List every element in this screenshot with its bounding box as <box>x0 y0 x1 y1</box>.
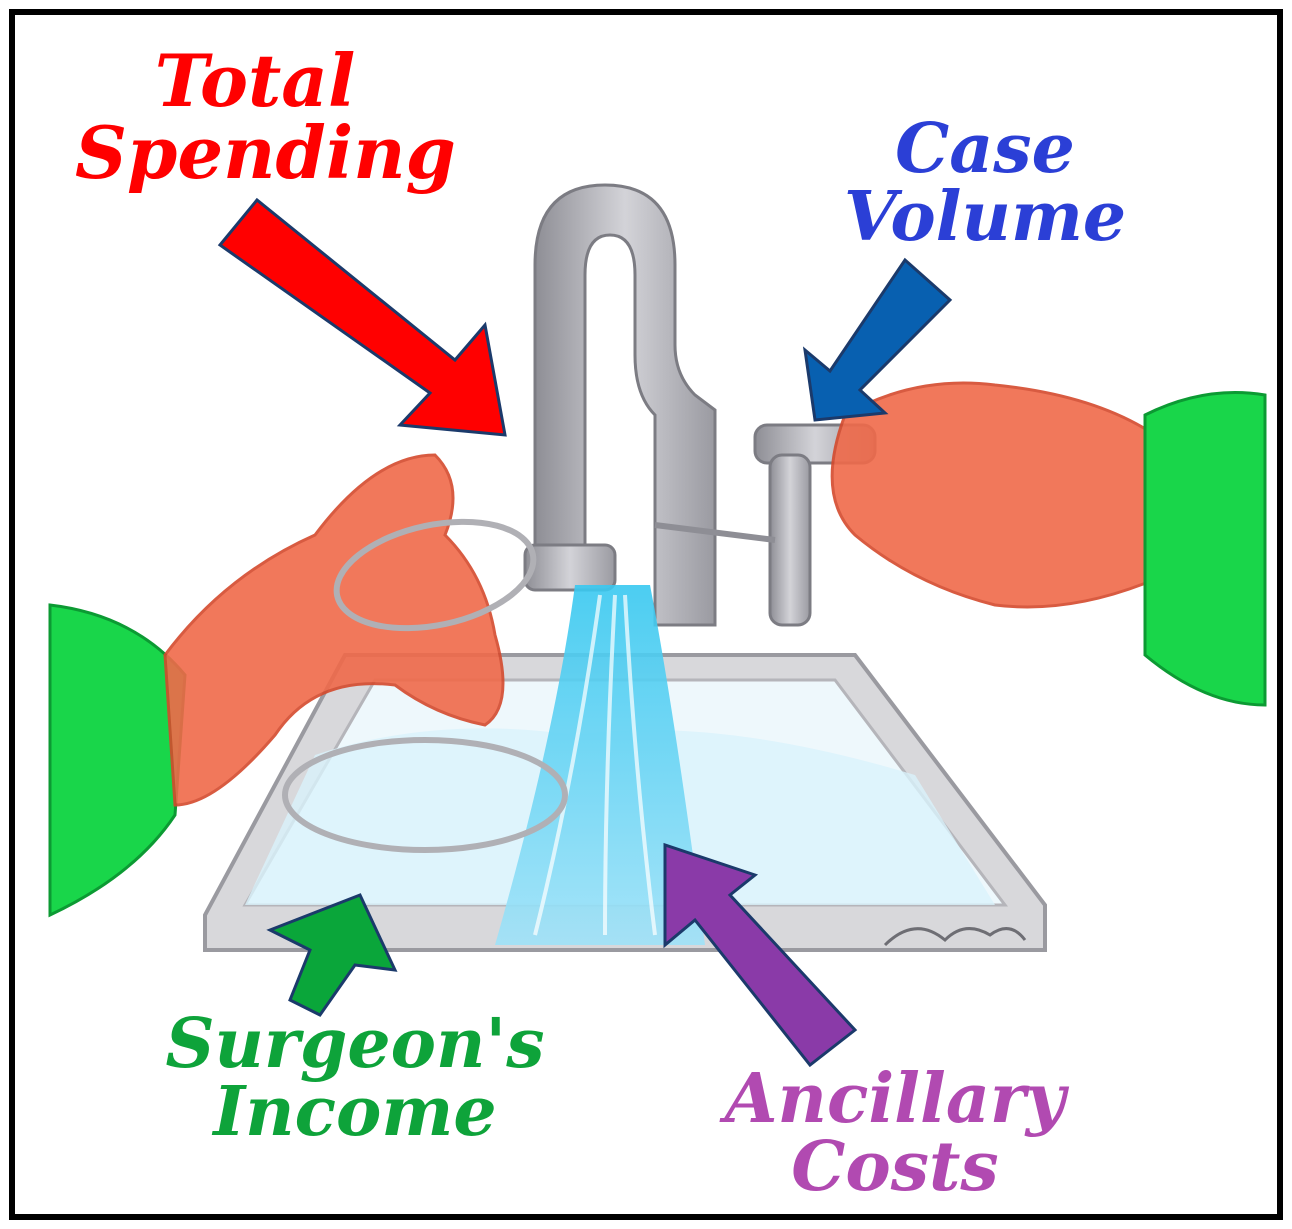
label-total-spending: Total Spending <box>75 45 435 189</box>
label-case-volume-line2: Volume <box>835 183 1135 251</box>
label-total-spending-line1: Total <box>75 45 435 117</box>
label-surgeons-income-line2: Income <box>165 1078 545 1146</box>
label-case-volume: Case Volume <box>835 115 1135 251</box>
figure-frame: Total Spending Case Volume Surgeon's Inc… <box>9 9 1283 1220</box>
label-case-volume-line1: Case <box>835 115 1135 183</box>
arrow-total-spending <box>220 200 505 435</box>
label-ancillary-costs: Ancillary Costs <box>715 1065 1075 1201</box>
label-ancillary-costs-line2: Costs <box>715 1133 1075 1201</box>
right-arm <box>832 383 1265 705</box>
label-ancillary-costs-line1: Ancillary <box>715 1065 1075 1133</box>
label-surgeons-income: Surgeon's Income <box>165 1010 545 1146</box>
label-total-spending-line2: Spending <box>75 117 435 189</box>
label-surgeons-income-line1: Surgeon's <box>165 1010 545 1078</box>
